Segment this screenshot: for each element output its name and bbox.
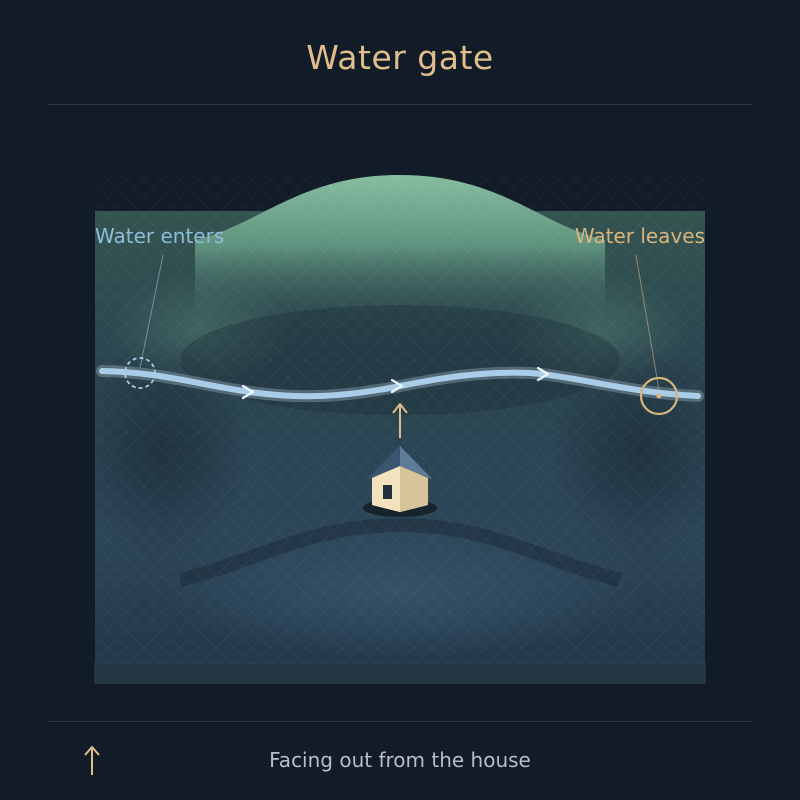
up-arrow-icon <box>392 403 408 438</box>
chevron-right-icon <box>241 384 255 400</box>
circle-icon <box>639 376 679 416</box>
dashed-circle-icon <box>124 357 156 389</box>
top-divider <box>48 104 752 105</box>
water-leaves-label: Water leaves <box>575 224 705 248</box>
up-arrow-icon <box>84 746 100 775</box>
legend-text: Facing out from the house <box>269 748 531 772</box>
house-icon <box>363 446 437 517</box>
water-enters-label: Water enters <box>95 224 224 248</box>
water-entry-marker <box>124 254 164 389</box>
chevron-right-icon <box>536 366 550 382</box>
water-stream <box>96 365 704 403</box>
page-title: Water gate <box>306 38 494 77</box>
bottom-divider <box>48 721 752 722</box>
terrain-board <box>94 175 706 684</box>
chevron-right-icon <box>390 378 404 394</box>
water-exit-marker <box>635 254 679 416</box>
